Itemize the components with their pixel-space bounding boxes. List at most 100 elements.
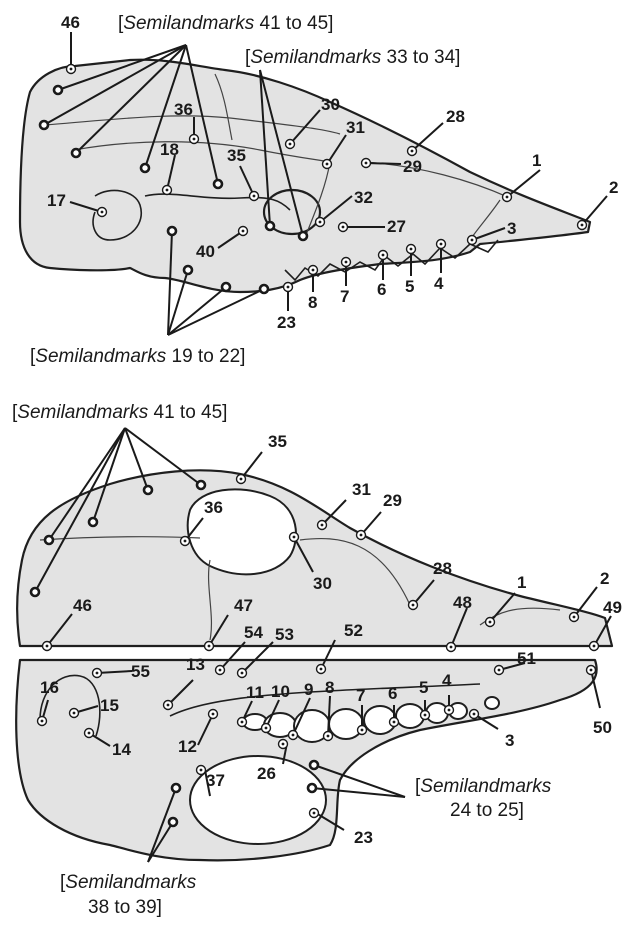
landmark-point-center [412,604,415,607]
landmark-point-center [450,646,453,649]
label-55: 55 [131,662,150,681]
label-2: 2 [600,569,609,588]
label-15: 15 [100,696,119,715]
landmark-point-center [46,645,49,648]
label-46: 46 [73,596,92,615]
label-8: 8 [325,678,334,697]
label-35: 35 [268,432,287,451]
landmark-point-center [88,732,91,735]
dorsal-skull-outline [17,470,612,646]
landmark-point-center [289,143,292,146]
landmark-point-center [345,261,348,264]
semilandmark-point [89,518,97,526]
label-32: 32 [354,188,373,207]
label-51: 51 [517,649,536,668]
label-10: 10 [271,682,290,701]
landmark-point-center [193,138,196,141]
label-7: 7 [356,686,365,705]
landmark-point-center [360,534,363,537]
landmark-point-center [293,536,296,539]
semilandmark-point [310,761,318,769]
landmark-point-center [473,713,476,716]
landmark-point-center [240,478,243,481]
landmark-point-center [319,221,322,224]
semilandmark-point [308,784,316,792]
semilandmark-point [45,536,53,544]
label-17: 17 [47,191,66,210]
label-47: 47 [234,596,253,615]
label-4: 4 [442,671,452,690]
label-27: 27 [387,217,406,236]
landmark-point-center [342,226,345,229]
landmark-point-center [41,720,44,723]
landmark-point-center [411,150,414,153]
landmark-point-center [361,729,364,732]
semilandmark-point [299,232,307,240]
landmark-point-center [265,727,268,730]
label-6: 6 [388,684,397,703]
lateral-skull-outline [20,60,590,292]
landmark-point-center [73,712,76,715]
label-1: 1 [532,151,541,170]
label-23: 23 [277,313,296,332]
semilandmark-point [144,486,152,494]
landmark-point-center [212,713,215,716]
dorsal-skull-view [17,470,612,646]
label-46: 46 [61,13,80,32]
label-36: 36 [204,498,223,517]
label-37: 37 [206,771,225,790]
label-3: 3 [505,731,514,750]
semilandmark-point [222,283,230,291]
landmark-point-center [101,211,104,214]
label-30: 30 [321,95,340,114]
label-13: 13 [186,655,205,674]
semilandmark-point [40,121,48,129]
landmark-point-center [242,230,245,233]
semilandmark-point [197,481,205,489]
label-5: 5 [405,277,414,296]
label-6: 6 [377,280,386,299]
landmark-point-center [241,721,244,724]
semilandmark-point [54,86,62,94]
landmark-point-center [219,669,222,672]
caption-bottom-semi-41-45: [Semilandmarks 41 to 45] [12,402,227,423]
landmark-point-center [208,645,211,648]
leader [582,196,607,225]
semilandmark-point [72,149,80,157]
semilandmark-point [260,285,268,293]
landmark-point-center [393,721,396,724]
landmark-point-center [382,254,385,257]
caption-bottom-semi-38-39-line1: [Semilandmarks [60,872,197,893]
caption-bottom-semi-24-25-line2: 24 to 25] [450,800,524,821]
label-3: 3 [507,219,516,238]
landmark-point-center [313,812,316,815]
label-16: 16 [40,678,59,697]
landmark-point-center [440,243,443,246]
semilandmark-point [169,818,177,826]
label-35: 35 [227,146,246,165]
label-30: 30 [313,574,332,593]
landmark-point-center [410,248,413,251]
landmark-point-center [166,189,169,192]
label-50: 50 [593,718,612,737]
landmark-point-center [200,769,203,772]
landmark-point-center [96,672,99,675]
label-18: 18 [160,140,179,159]
semilandmark-point [141,164,149,172]
semilandmark-point [31,588,39,596]
landmark-point-center [184,540,187,543]
label-31: 31 [346,118,365,137]
landmark-point-center [312,269,315,272]
label-28: 28 [446,107,465,126]
landmark-point-center [506,196,509,199]
landmark-point-center [424,714,427,717]
label-36: 36 [174,100,193,119]
landmark-point-center [573,616,576,619]
label-28: 28 [433,559,452,578]
label-52: 52 [344,621,363,640]
label-31: 31 [352,480,371,499]
landmark-point-center [282,743,285,746]
semilandmark-point [168,227,176,235]
caption-bottom-semi-38-39-line2: 38 to 39] [88,897,162,918]
